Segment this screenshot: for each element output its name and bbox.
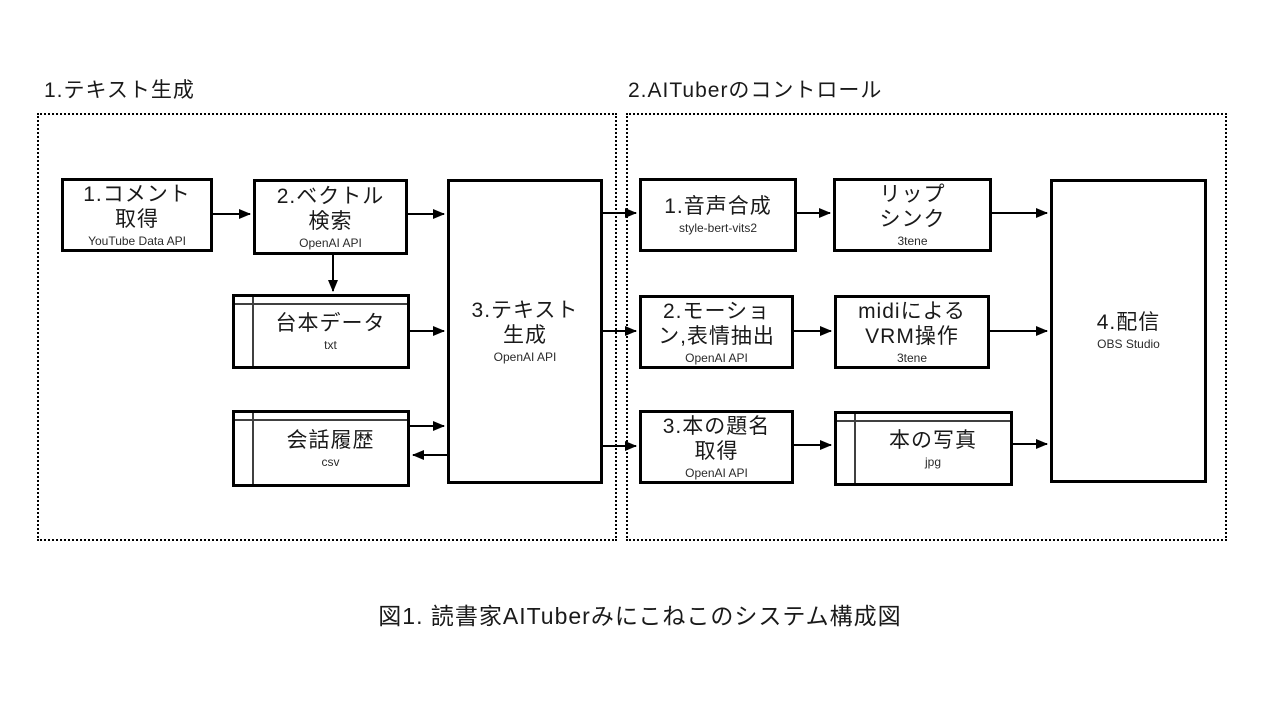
node-label: VRM操作 [865,324,959,348]
node-label: リップ [879,182,946,206]
node-streaming: 4.配信 OBS Studio [1050,179,1207,483]
node-sublabel: OBS Studio [1097,337,1160,351]
node-lip-sync: リップ シンク 3tene [833,178,992,252]
node-label: 本の写真 [889,428,977,452]
node-label: 2.ベクトル [276,184,385,208]
node-voice-synthesis: 1.音声合成 style-bert-vits2 [639,178,797,252]
node-label: 検索 [308,209,353,233]
node-label: 1.コメント [83,182,191,206]
node-label: 生成 [503,324,547,347]
node-label: 取得 [115,207,159,231]
datastore-vertical-line [252,297,254,366]
datastore-vertical-line [252,413,254,484]
node-sublabel: style-bert-vits2 [678,221,758,235]
node-sublabel: 3tene [896,350,928,365]
node-sublabel: csv [321,454,340,469]
node-label: 3.テキスト [471,299,579,322]
node-label: 取得 [694,439,739,463]
datastore-horizontal-line [235,419,407,421]
node-sublabel: OpenAI API [493,350,557,364]
node-sublabel: txt [324,337,337,352]
node-label: 4.配信 [1096,311,1161,334]
section-frame-text-generation [37,113,617,541]
node-label: midiによる [858,299,966,323]
node-text-generation: 3.テキスト 生成 OpenAI API [447,179,603,484]
node-chat-history: 会話履歴 csv [232,410,410,487]
section-title-text-generation: 1.テキスト生成 [44,79,195,102]
node-sublabel: OpenAI API [685,465,748,480]
section-title-aituber-control: 2.AITuberのコントロール [628,79,883,102]
node-sublabel: 3tene [897,233,928,248]
node-script-data: 台本データ txt [232,294,410,369]
node-sublabel: jpg [924,454,941,469]
node-label: 3.本の題名 [662,414,771,438]
datastore-horizontal-line [837,420,1010,422]
datastore-vertical-line [854,414,856,483]
node-midi-vrm-control: midiによる VRM操作 3tene [834,295,990,369]
datastore-horizontal-line [235,303,407,305]
node-sublabel: OpenAI API [299,235,362,250]
node-book-photo: 本の写真 jpg [834,411,1013,486]
node-label: シンク [879,207,946,231]
node-label: 台本データ [275,311,386,335]
node-comment-fetch: 1.コメント 取得 YouTube Data API [61,178,213,252]
node-label: 会話履歴 [286,428,375,452]
node-vector-search: 2.ベクトル 検索 OpenAI API [253,179,408,255]
figure-caption: 図1. 読書家AITuberみにこねこのシステム構成図 [378,603,902,629]
node-sublabel: OpenAI API [685,350,748,365]
node-motion-expression-extract: 2.モーショ ン,表情抽出 OpenAI API [639,295,794,369]
node-label: 2.モーショ [662,299,771,323]
node-label: ン,表情抽出 [658,324,775,348]
node-label: 1.音声合成 [664,195,772,218]
node-book-title-fetch: 3.本の題名 取得 OpenAI API [639,410,794,484]
node-sublabel: YouTube Data API [88,233,186,248]
